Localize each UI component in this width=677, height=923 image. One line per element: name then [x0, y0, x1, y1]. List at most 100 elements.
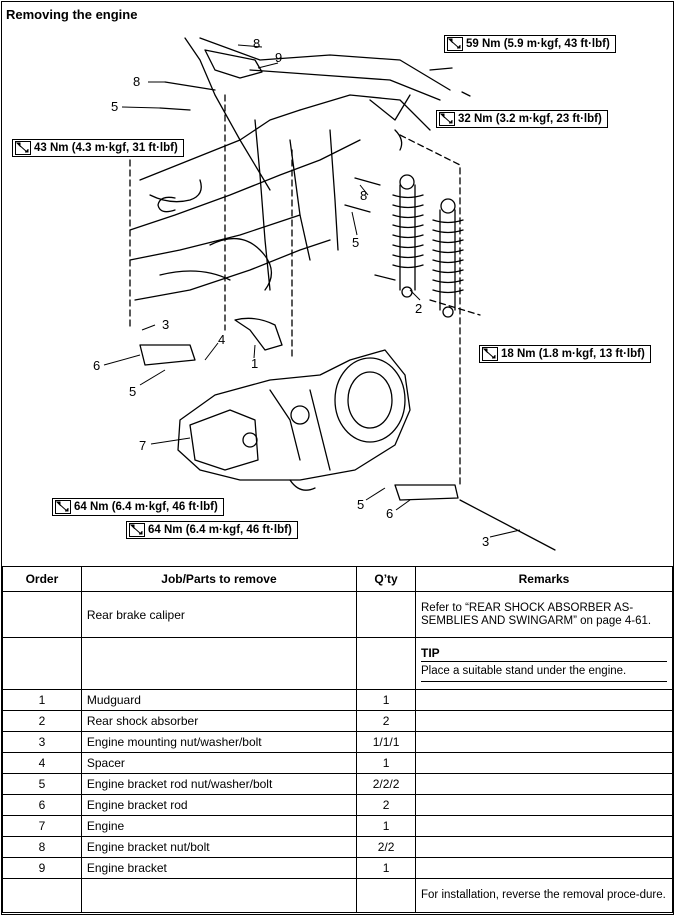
cell-job: Engine bracket	[80, 857, 358, 879]
cell-job: Mudguard	[80, 689, 358, 711]
callout-number: 1	[251, 356, 259, 371]
cell-remarks	[415, 836, 673, 858]
cell-remarks	[415, 752, 673, 774]
callout-number: 2	[415, 301, 423, 316]
cell-remarks	[415, 815, 673, 837]
callout-number: 5	[357, 497, 365, 512]
cell-remarks: For installation, reverse the removal pr…	[415, 878, 673, 913]
torque-spec-label: 18 Nm (1.8 m·kgf, 13 ft·lbf)	[501, 348, 645, 360]
cell-remarks	[415, 689, 673, 711]
table-row: 1 Mudguard 1	[2, 689, 673, 711]
cell-job: Rear brake caliper	[80, 591, 358, 638]
torque-spec-label: 43 Nm (4.3 m·kgf, 31 ft·lbf)	[34, 142, 178, 154]
table-row: 4 Spacer 1	[2, 752, 673, 774]
torque-spec-32nm: 32 Nm (3.2 m·kgf, 23 ft·lbf)	[436, 110, 608, 128]
callout-number: 5	[129, 384, 137, 399]
cell-remarks: Refer to “REAR SHOCK ABSORBER AS-SEMBLIE…	[415, 591, 673, 638]
torque-wrench-icon	[482, 347, 498, 361]
callout-number: 8	[253, 36, 261, 51]
callout-number: 4	[218, 332, 226, 347]
cell-order: 2	[2, 710, 82, 732]
tip-heading: TIP	[421, 646, 667, 662]
table-row: 5 Engine bracket rod nut/washer/bolt 2/2…	[2, 773, 673, 795]
cell-remarks	[415, 731, 673, 753]
callout-number: 5	[111, 99, 119, 114]
callout-number: 9	[275, 50, 283, 65]
table-row: 8 Engine bracket nut/bolt 2/2	[2, 836, 673, 858]
cell-order: 1	[2, 689, 82, 711]
callout-number: 3	[162, 317, 170, 332]
cell-job: Engine	[80, 815, 358, 837]
table-row-footer: For installation, reverse the removal pr…	[2, 878, 673, 913]
table-row: 7 Engine 1	[2, 815, 673, 837]
cell-qty: 1	[356, 752, 416, 774]
callout-number: 8	[360, 188, 368, 203]
cell-order: 5	[2, 773, 82, 795]
torque-wrench-icon	[55, 500, 71, 514]
cell-qty	[356, 878, 416, 913]
cell-order: 3	[2, 731, 82, 753]
table-row: 3 Engine mounting nut/washer/bolt 1/1/1	[2, 731, 673, 753]
cell-qty	[356, 591, 416, 638]
cell-qty: 1	[356, 689, 416, 711]
torque-spec-label: 64 Nm (6.4 m·kgf, 46 ft·lbf)	[148, 524, 292, 536]
cell-order: 4	[2, 752, 82, 774]
cell-job	[80, 637, 358, 690]
table-row: Rear brake caliper Refer to “REAR SHOCK …	[2, 591, 673, 638]
header-qty: Q’ty	[356, 566, 416, 592]
cell-qty	[356, 637, 416, 690]
table-row-tip: TIP Place a suitable stand under the eng…	[2, 637, 673, 690]
torque-spec-43nm: 43 Nm (4.3 m·kgf, 31 ft·lbf)	[12, 139, 184, 157]
table-row: 9 Engine bracket 1	[2, 857, 673, 879]
torque-spec-59nm: 59 Nm (5.9 m·kgf, 43 ft·lbf)	[444, 35, 616, 53]
callout-number: 3	[482, 534, 490, 549]
cell-order: 8	[2, 836, 82, 858]
cell-qty: 1	[356, 815, 416, 837]
cell-qty: 1/1/1	[356, 731, 416, 753]
cell-job	[80, 878, 358, 913]
tip-cell: TIP Place a suitable stand under the eng…	[415, 637, 673, 690]
torque-wrench-icon	[129, 523, 145, 537]
cell-remarks	[415, 710, 673, 732]
cell-order	[2, 637, 82, 690]
table-row: 2 Rear shock absorber 2	[2, 710, 673, 732]
torque-spec-label: 59 Nm (5.9 m·kgf, 43 ft·lbf)	[466, 38, 610, 50]
cell-qty: 2	[356, 710, 416, 732]
cell-job: Engine bracket nut/bolt	[80, 836, 358, 858]
callout-number: 8	[133, 74, 141, 89]
cell-qty: 2/2/2	[356, 773, 416, 795]
torque-wrench-icon	[439, 112, 455, 126]
cell-remarks	[415, 857, 673, 879]
tip-text: Place a suitable stand under the engine.	[421, 665, 667, 682]
callout-number: 6	[386, 506, 394, 521]
cell-job: Rear shock absorber	[80, 710, 358, 732]
cell-order	[2, 591, 82, 638]
torque-spec-label: 32 Nm (3.2 m·kgf, 23 ft·lbf)	[458, 113, 602, 125]
cell-order: 7	[2, 815, 82, 837]
torque-spec-label: 64 Nm (6.4 m·kgf, 46 ft·lbf)	[74, 501, 218, 513]
header-order: Order	[2, 566, 82, 592]
cell-qty: 2/2	[356, 836, 416, 858]
cell-order: 9	[2, 857, 82, 879]
cell-job: Engine bracket rod nut/washer/bolt	[80, 773, 358, 795]
cell-order: 6	[2, 794, 82, 816]
cell-job: Engine mounting nut/washer/bolt	[80, 731, 358, 753]
cell-remarks	[415, 773, 673, 795]
cell-qty: 1	[356, 857, 416, 879]
cell-job: Spacer	[80, 752, 358, 774]
table-row: 6 Engine bracket rod 2	[2, 794, 673, 816]
callout-number: 5	[352, 235, 360, 250]
cell-job: Engine bracket rod	[80, 794, 358, 816]
torque-spec-64nm-lower: 64 Nm (6.4 m·kgf, 46 ft·lbf)	[126, 521, 298, 539]
engine-exploded-diagram	[103, 37, 556, 551]
table-header-row: Order Job/Parts to remove Q’ty Remarks	[2, 566, 673, 592]
torque-wrench-icon	[15, 141, 31, 155]
cell-order	[2, 878, 82, 913]
page-title: Removing the engine	[6, 7, 138, 22]
torque-spec-64nm-upper: 64 Nm (6.4 m·kgf, 46 ft·lbf)	[52, 498, 224, 516]
header-remarks: Remarks	[415, 566, 673, 592]
callout-number: 7	[139, 438, 147, 453]
cell-qty: 2	[356, 794, 416, 816]
header-job: Job/Parts to remove	[80, 566, 358, 592]
